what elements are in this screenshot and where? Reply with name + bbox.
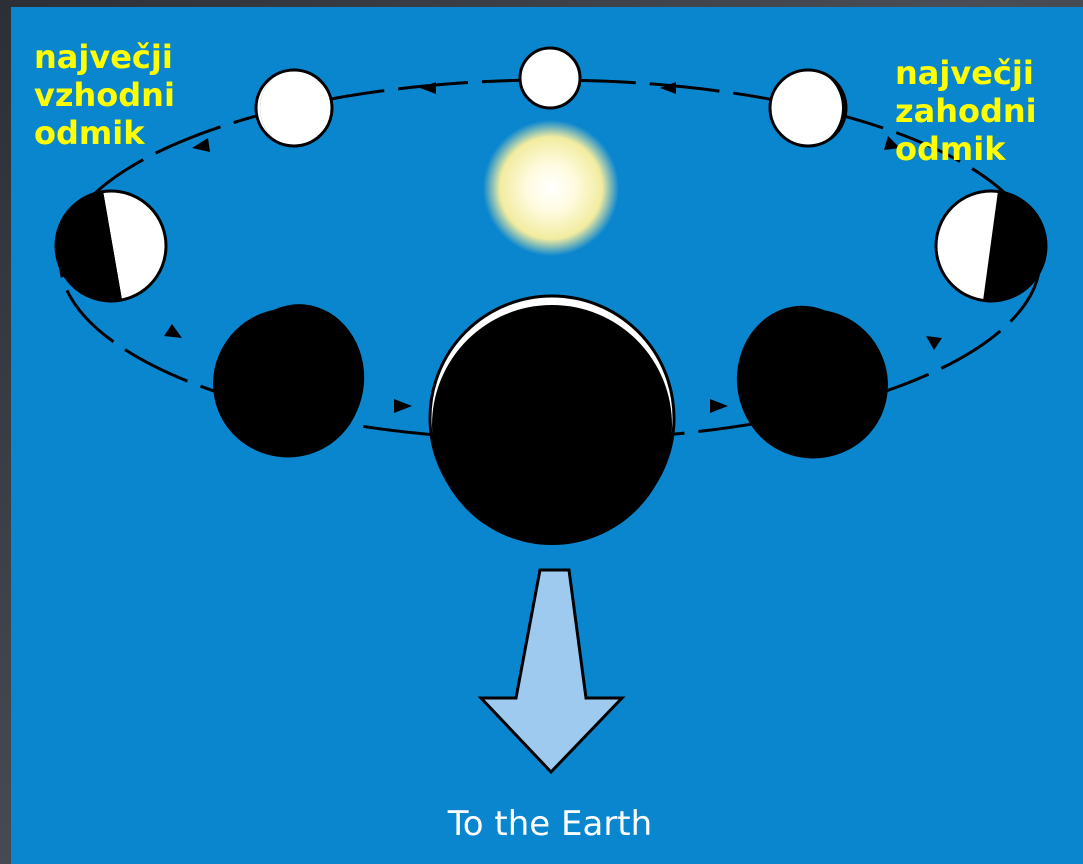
venus-new-phase <box>430 296 674 545</box>
earth-direction-arrow <box>481 570 622 772</box>
venus-half-east <box>56 191 166 301</box>
east-elongation-line: odmik <box>34 114 175 152</box>
east-elongation-label: največji vzhodni odmik <box>34 38 175 152</box>
venus-crescent-west <box>737 306 888 458</box>
west-elongation-line: največji <box>895 54 1037 92</box>
orbit-arrow <box>164 324 182 338</box>
orbit-arrow <box>710 399 728 413</box>
east-elongation-line: vzhodni <box>34 76 175 114</box>
orbit-arrow <box>420 82 436 94</box>
sun <box>483 120 619 256</box>
venus-full-phase <box>520 48 580 108</box>
orbit-arrow <box>926 336 942 350</box>
west-elongation-label: največji zahodni odmik <box>895 54 1037 168</box>
east-elongation-line: največji <box>34 38 175 76</box>
to-the-earth-label: To the Earth <box>400 804 700 844</box>
west-elongation-line: zahodni <box>895 92 1037 130</box>
venus-gibbous-west <box>770 70 846 146</box>
venus-crescent-east <box>213 304 364 457</box>
west-elongation-line: odmik <box>895 130 1037 168</box>
venus-gibbous-east <box>256 70 332 146</box>
orbit-arrow <box>192 138 210 152</box>
orbit-arrow <box>394 399 412 413</box>
venus-half-west <box>936 191 1046 301</box>
